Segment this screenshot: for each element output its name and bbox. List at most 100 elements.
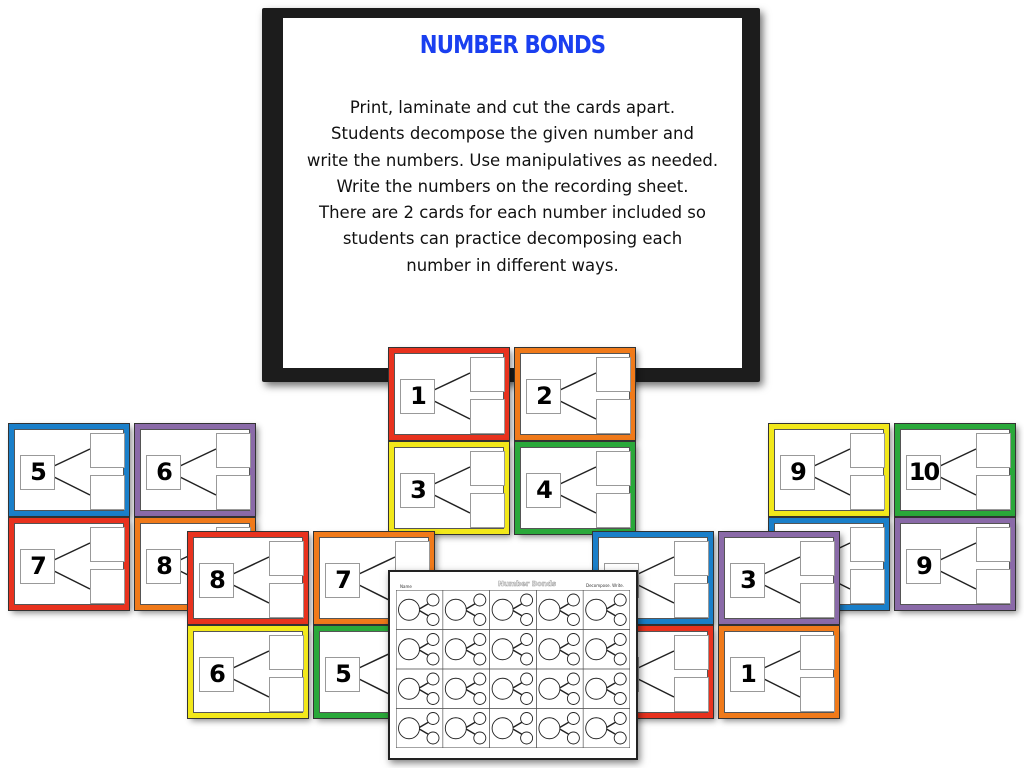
number-bond-card: 7 <box>9 518 129 610</box>
bond-diagram <box>442 629 490 670</box>
number-bond-card: 3 <box>719 532 839 624</box>
sheet-directions: Decompose. Write. <box>586 583 624 588</box>
part-box <box>850 569 885 604</box>
number-bond-card: 9 <box>895 518 1015 610</box>
bond-diagram <box>489 708 537 748</box>
instruction-line: There are 2 cards for each number includ… <box>319 203 706 223</box>
part-box <box>800 635 835 670</box>
part-box <box>596 399 631 434</box>
number-bond-card: 1 <box>719 626 839 718</box>
bond-lines <box>53 448 91 496</box>
number-bond-card: 10 <box>895 424 1015 516</box>
whole-number-box: 1 <box>400 379 435 414</box>
whole-number-box: 1 <box>730 657 765 692</box>
whole-number-box: 3 <box>400 473 435 508</box>
bond-diagram <box>582 668 630 709</box>
bond-lines <box>179 448 217 496</box>
whole-number-box: 7 <box>325 563 360 598</box>
part-box <box>216 475 251 510</box>
part-box <box>269 635 304 670</box>
part-box <box>674 541 709 576</box>
part-box <box>976 569 1011 604</box>
part-box <box>800 541 835 576</box>
part-box <box>90 569 125 604</box>
number-bond-card: 6 <box>188 626 308 718</box>
instruction-line: Students decompose the given number and <box>331 124 694 144</box>
part-box <box>269 541 304 576</box>
bond-lines <box>559 372 597 420</box>
instructions-board: NUMBER BONDS Print, laminate and cut the… <box>262 8 760 382</box>
bond-lines <box>813 448 851 496</box>
number-bond-card: 2 <box>515 348 635 440</box>
bond-diagram <box>582 708 630 748</box>
whole-number-box: 7 <box>20 549 55 584</box>
part-box <box>850 527 885 562</box>
part-box <box>470 451 505 486</box>
sheet-name-label: Name <box>400 584 412 589</box>
bond-diagram <box>489 590 537 630</box>
part-box <box>800 677 835 712</box>
sheet-title: Number Bonds <box>498 580 557 589</box>
instruction-line: students can practice decomposing each <box>342 229 683 249</box>
whole-number-box: 9 <box>906 549 941 584</box>
bond-lines <box>939 448 977 496</box>
part-box <box>674 635 709 670</box>
instructions-text: Print, laminate and cut the cards apart.… <box>283 95 742 279</box>
part-box <box>976 527 1011 562</box>
whole-number-box: 2 <box>526 379 561 414</box>
part-box <box>674 583 709 618</box>
whole-number-box: 6 <box>199 657 234 692</box>
part-box <box>976 475 1011 510</box>
bond-diagram <box>489 668 537 709</box>
part-box <box>90 475 125 510</box>
part-box <box>470 357 505 392</box>
whole-number-box: 4 <box>526 473 561 508</box>
whole-number-box: 8 <box>146 549 181 584</box>
part-box <box>596 451 631 486</box>
whole-number-box: 9 <box>780 455 815 490</box>
whole-number-box: 5 <box>325 657 360 692</box>
number-bond-card: 6 <box>135 424 255 516</box>
whole-number-box: 10 <box>906 455 941 490</box>
bond-lines <box>232 650 270 698</box>
instruction-line: Print, laminate and cut the cards apart. <box>349 98 676 117</box>
bond-diagram <box>536 590 584 630</box>
bond-diagram <box>489 629 537 670</box>
instruction-line: Write the numbers on the recording sheet… <box>336 176 689 196</box>
bond-diagram <box>536 668 584 709</box>
bond-diagram <box>396 668 444 709</box>
whole-number-box: 5 <box>20 455 55 490</box>
part-box <box>596 357 631 392</box>
part-box <box>216 433 251 468</box>
bond-lines <box>232 556 270 604</box>
part-box <box>800 583 835 618</box>
part-box <box>470 493 505 528</box>
bond-lines <box>433 372 471 420</box>
instruction-line: write the numbers. Use manipulatives as … <box>306 150 719 170</box>
part-box <box>850 475 885 510</box>
bond-diagram <box>442 590 490 630</box>
part-box <box>269 583 304 618</box>
whole-number-box: 3 <box>730 563 765 598</box>
board-title: NUMBER BONDS <box>419 30 606 59</box>
part-box <box>674 677 709 712</box>
bond-diagram <box>536 708 584 748</box>
bond-lines <box>637 650 675 698</box>
number-bond-card: 1 <box>389 348 509 440</box>
bond-diagram <box>442 708 490 748</box>
bond-lines <box>763 556 801 604</box>
part-box <box>269 677 304 712</box>
instruction-line: number in different ways. <box>406 255 619 275</box>
bond-diagram <box>442 668 490 709</box>
bond-lines <box>559 466 597 514</box>
number-bond-card: 9 <box>769 424 889 516</box>
number-bond-card: 8 <box>188 532 308 624</box>
bond-diagram <box>582 629 630 670</box>
bond-lines <box>433 466 471 514</box>
whole-number-box: 8 <box>199 563 234 598</box>
part-box <box>470 399 505 434</box>
bond-diagram <box>396 708 444 748</box>
part-box <box>850 433 885 468</box>
instructions-panel: NUMBER BONDS Print, laminate and cut the… <box>283 18 742 368</box>
whole-number-box: 6 <box>146 455 181 490</box>
